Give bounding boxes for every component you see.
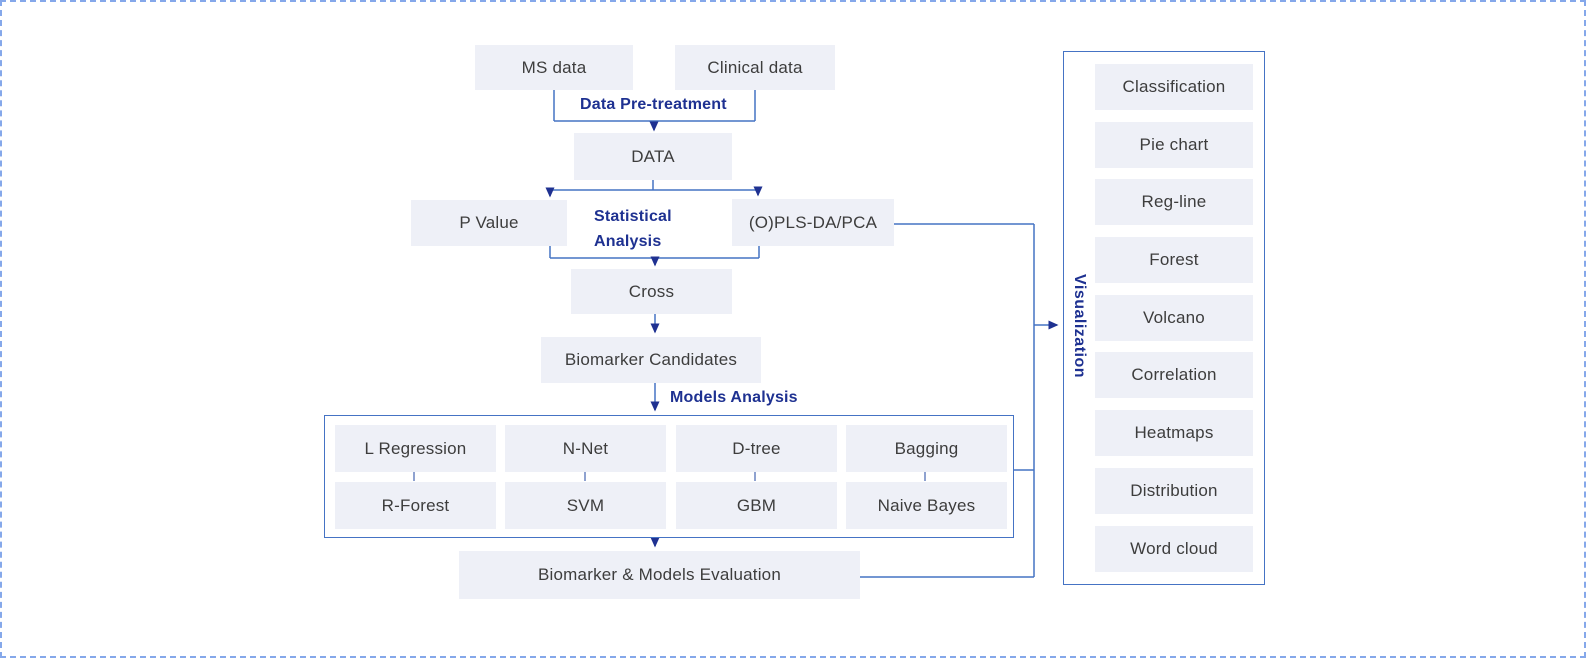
node-r-forest: R-Forest <box>335 482 496 529</box>
visualization-panel: Visualization Classification Pie chart R… <box>1063 51 1265 585</box>
viz-item-correlation: Correlation <box>1095 352 1253 399</box>
node-pls-da-pca: (O)PLS-DA/PCA <box>732 199 894 246</box>
viz-item-word-cloud: Word cloud <box>1095 525 1253 572</box>
node-l-regression: L Regression <box>335 425 496 472</box>
node-cross: Cross <box>571 269 732 314</box>
viz-item-volcano: Volcano <box>1095 294 1253 341</box>
node-svm: SVM <box>505 482 666 529</box>
node-n-net: N-Net <box>505 425 666 472</box>
node-naive-bayes: Naive Bayes <box>846 482 1007 529</box>
viz-item-forest: Forest <box>1095 237 1253 284</box>
viz-item-heatmaps: Heatmaps <box>1095 410 1253 457</box>
node-data: DATA <box>574 133 732 180</box>
node-ms-data: MS data <box>475 45 633 90</box>
visualization-item-list: Classification Pie chart Reg-line Forest… <box>1095 64 1253 572</box>
label-statistical-line1: Statistical <box>594 208 672 225</box>
viz-item-classification: Classification <box>1095 64 1253 110</box>
node-biomarker-candidates: Biomarker Candidates <box>541 337 761 383</box>
node-clinical-data: Clinical data <box>675 45 835 90</box>
node-gbm: GBM <box>676 482 837 529</box>
node-d-tree: D-tree <box>676 425 837 472</box>
label-models-analysis: Models Analysis <box>670 389 798 406</box>
label-data-pretreatment: Data Pre-treatment <box>580 96 727 113</box>
label-statistical-line2: Analysis <box>594 233 662 250</box>
label-visualization: Visualization <box>1071 274 1088 379</box>
label-statistical-analysis: Statistical Analysis <box>594 204 672 254</box>
node-bagging: Bagging <box>846 425 1007 472</box>
node-p-value: P Value <box>411 200 567 246</box>
viz-item-distribution: Distribution <box>1095 467 1253 514</box>
viz-item-pie-chart: Pie chart <box>1095 121 1253 168</box>
node-biomarker-models-evaluation: Biomarker & Models Evaluation <box>459 551 860 599</box>
models-group-box: L Regression N-Net D-tree Bagging R-Fore… <box>324 415 1014 538</box>
viz-item-reg-line: Reg-line <box>1095 179 1253 226</box>
